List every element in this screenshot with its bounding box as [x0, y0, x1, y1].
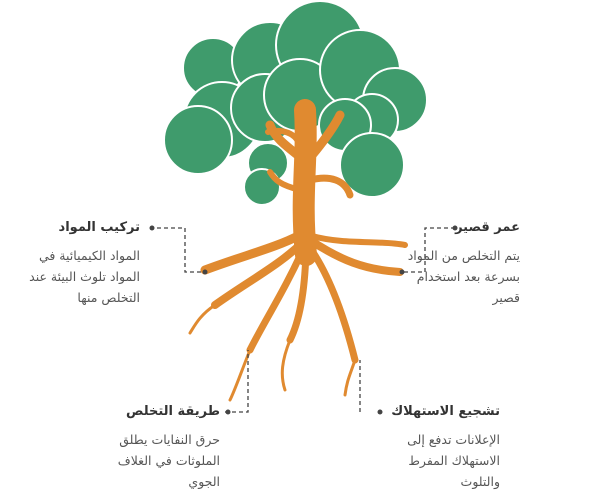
callout-title: تركيب المواد — [58, 220, 140, 235]
callout-top-left: تركيب المواد المواد الكيميائية في المواد… — [0, 219, 140, 308]
callout-bottom-left: طريقة التخلص حرق النفايات يطلق الملوثات … — [70, 403, 220, 492]
callout-top-right: عمر قصير يتم التخلص من المواد بسرعة بعد … — [370, 219, 520, 308]
callout-line: الإعلانات تدفع إلى — [407, 432, 500, 447]
tree-trunk — [188, 99, 408, 402]
callout-line: المواد تلوث البيئة عند — [29, 269, 140, 284]
connector-top-right — [402, 227, 455, 273]
callout-title: تشجيع الاستهلاك — [391, 404, 500, 419]
callout-description: الإعلانات تدفع إلى الاستهلاك المفرط والت… — [350, 429, 500, 492]
connector-lines — [150, 227, 455, 413]
connector-top-left — [150, 227, 205, 273]
callout-description: المواد الكيميائية في المواد تلوث البيئة … — [0, 245, 140, 308]
callout-line: الاستهلاك المفرط — [408, 453, 500, 468]
callout-description: يتم التخلص من المواد بسرعة بعد استخدام ق… — [370, 245, 520, 308]
tree-canopy — [163, 0, 428, 206]
callout-title: عمر قصير — [455, 220, 520, 235]
callout-line: حرق النفايات يطلق — [119, 432, 220, 447]
connector-dots — [149, 225, 458, 415]
callout-line: يتم التخلص من المواد — [407, 248, 520, 263]
callout-line: الملوثات في الغلاف — [117, 453, 220, 468]
connector-bottom-left — [225, 350, 249, 413]
callout-line: قصير — [492, 290, 520, 305]
callout-description: حرق النفايات يطلق الملوثات في الغلاف الج… — [70, 429, 220, 492]
callout-line: الجوي — [188, 474, 220, 489]
callout-line: التخلص منها — [77, 290, 140, 305]
callout-line: والتلوث — [460, 474, 500, 489]
callout-line: المواد الكيميائية في — [38, 248, 140, 263]
callout-title: طريقة التخلص — [125, 404, 220, 419]
callout-line: بسرعة بعد استخدام — [416, 269, 520, 284]
callout-bottom-right: تشجيع الاستهلاك الإعلانات تدفع إلى الاست… — [350, 403, 500, 492]
